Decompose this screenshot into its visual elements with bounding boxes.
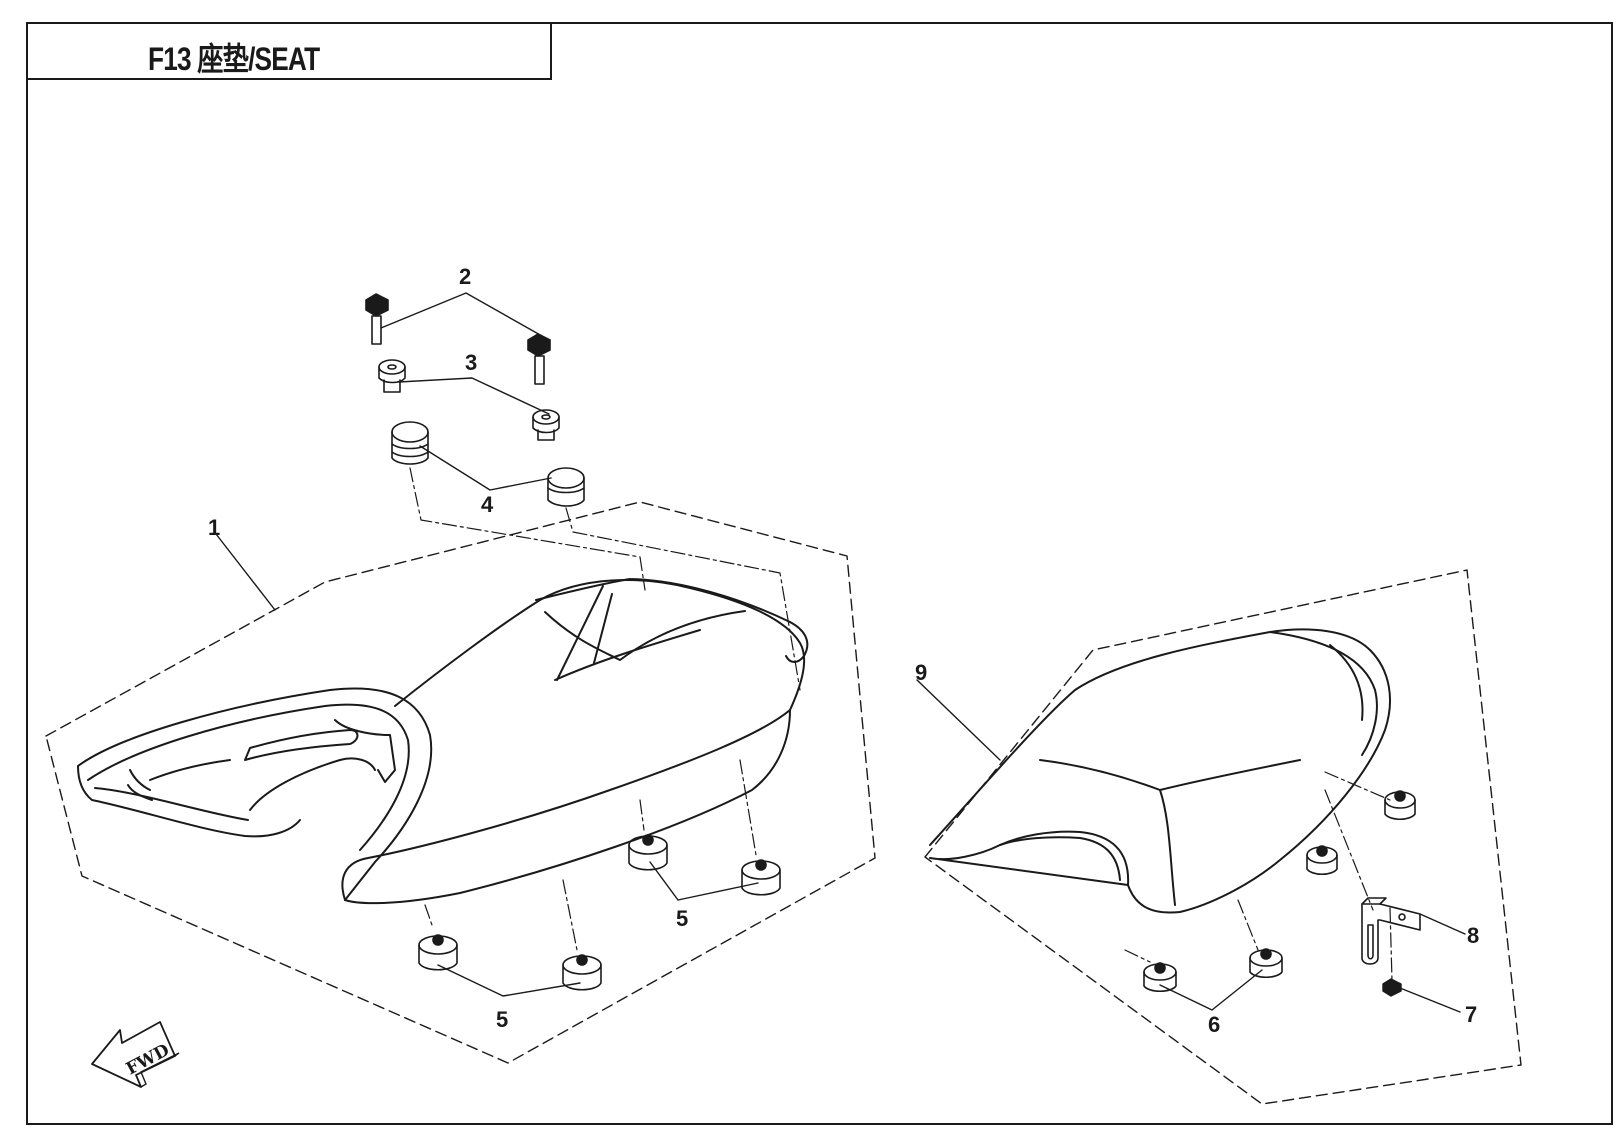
damper [1143, 962, 1177, 993]
damper [1306, 845, 1338, 876]
callout-5-lower: 5 [496, 1007, 508, 1032]
callout-6: 6 [1208, 1012, 1220, 1037]
assembly-axes [409, 467, 1393, 981]
page-title: F13 座垫/SEAT [148, 41, 320, 77]
bracket [1361, 897, 1421, 965]
drawing-frame [26, 22, 1613, 1125]
front-seat [77, 578, 809, 905]
front-seat-boundary [45, 501, 876, 1064]
damper [562, 954, 602, 991]
callout-8: 8 [1467, 923, 1479, 948]
damper [628, 834, 668, 871]
callout-9: 9 [915, 660, 927, 685]
title-block: F13 座垫/SEAT [26, 22, 552, 80]
damper [418, 934, 458, 971]
damper [741, 859, 781, 896]
rear-seat [929, 628, 1391, 914]
damper [1384, 790, 1416, 821]
bolt-stack-left [365, 293, 429, 465]
rear-seat-boundary [924, 569, 1522, 1105]
callout-7: 7 [1465, 1002, 1477, 1027]
callout-1: 1 [208, 515, 220, 540]
callout-2: 2 [459, 264, 471, 289]
callout-3: 3 [465, 350, 477, 375]
forward-arrow-icon: FWD [91, 1021, 180, 1088]
callout-5-upper: 5 [676, 906, 688, 931]
leader-lines [215, 292, 1466, 1013]
flange-nut [1382, 978, 1402, 997]
callout-4: 4 [481, 492, 494, 517]
damper [1249, 948, 1283, 979]
